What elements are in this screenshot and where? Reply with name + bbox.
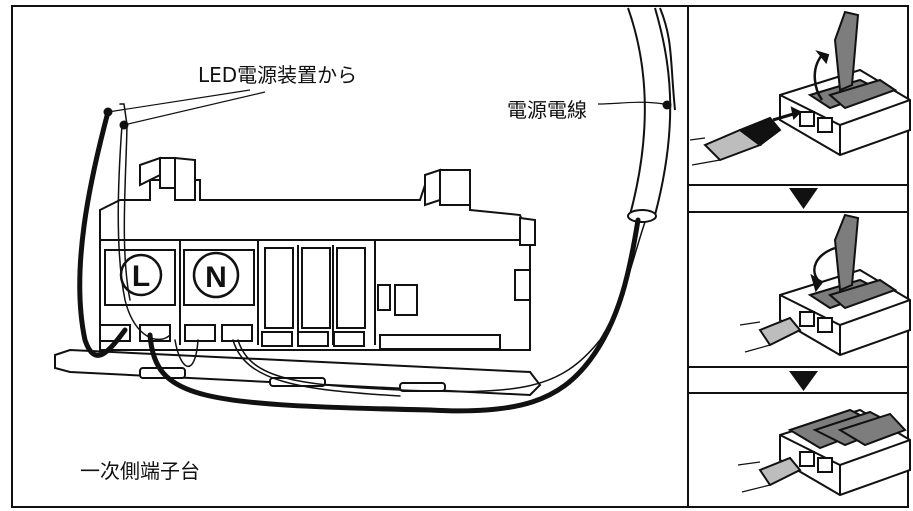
power-wire-dot: [662, 100, 672, 110]
down-triangle-icon: [789, 188, 818, 209]
down-triangle-icon: [789, 371, 818, 391]
led-source-label: LED電源装置から: [198, 63, 358, 87]
terminal-l-label: L: [132, 260, 150, 293]
terminal-n-label: N: [205, 261, 227, 294]
step-3-connected: [737, 408, 911, 497]
power-cable: [627, 7, 676, 223]
terminal-n-mark: N: [192, 251, 240, 299]
step-1-lever-open: [689, 10, 911, 166]
primary-terminal-label: 一次側端子台: [80, 459, 200, 483]
terminal-block: [99, 156, 536, 351]
led-wires: [77, 103, 646, 414]
step-2-lever-close: [739, 213, 911, 357]
power-wire-label: 電源電線: [507, 98, 587, 122]
